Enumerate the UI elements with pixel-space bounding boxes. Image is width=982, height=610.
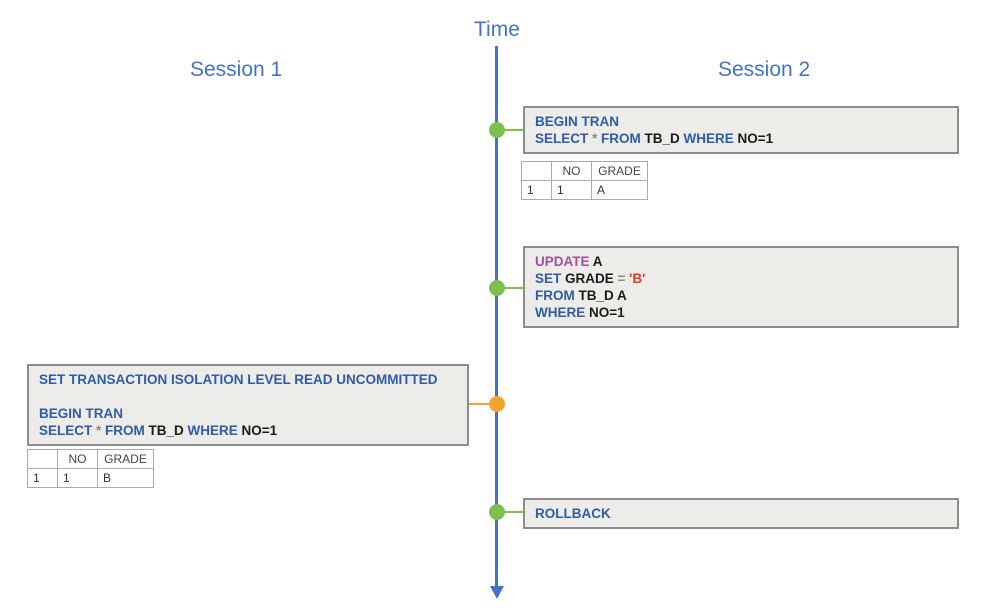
connector-begin-tran: [497, 129, 524, 131]
grade-value-cell: A: [591, 180, 648, 200]
table-row: 1 1 A: [521, 180, 648, 200]
no-header-cell: NO: [551, 161, 592, 181]
table-row: 1 1 B: [27, 468, 154, 488]
row-number-cell: 1: [521, 180, 552, 200]
connector-update: [497, 287, 524, 289]
result-table-header-row: NO GRADE: [27, 449, 154, 469]
result-table-session1: NO GRADE 1 1 B: [27, 449, 154, 488]
corner-header-cell: [521, 161, 552, 181]
no-value-cell: 1: [57, 468, 98, 488]
time-label: Time: [474, 18, 520, 41]
event-dot-update: [489, 280, 505, 296]
no-value-cell: 1: [551, 180, 592, 200]
event-dot-begin-tran: [489, 122, 505, 138]
grade-header-cell: GRADE: [591, 161, 648, 181]
result-table-header-row: NO GRADE: [521, 161, 648, 181]
sql-box-session1-read-uncommitted: SET TRANSACTION ISOLATION LEVEL READ UNC…: [27, 364, 469, 446]
grade-header-cell: GRADE: [97, 449, 154, 469]
session2-label: Session 2: [718, 58, 811, 81]
timeline: [495, 46, 498, 587]
sql-box-session2-rollback: ROLLBACK: [523, 498, 959, 529]
grade-value-cell-dirty-read: B: [97, 468, 154, 488]
connector-read-uncommitted: [466, 403, 497, 405]
no-header-cell: NO: [57, 449, 98, 469]
session1-label: Session 1: [190, 58, 283, 81]
corner-header-cell: [27, 449, 58, 469]
connector-rollback: [497, 511, 524, 513]
timeline-arrowhead-icon: [490, 586, 504, 599]
result-table-session2: NO GRADE 1 1 A: [521, 161, 648, 200]
row-number-cell: 1: [27, 468, 58, 488]
event-dot-rollback: [489, 504, 505, 520]
event-dot-read-uncommitted: [489, 396, 505, 412]
